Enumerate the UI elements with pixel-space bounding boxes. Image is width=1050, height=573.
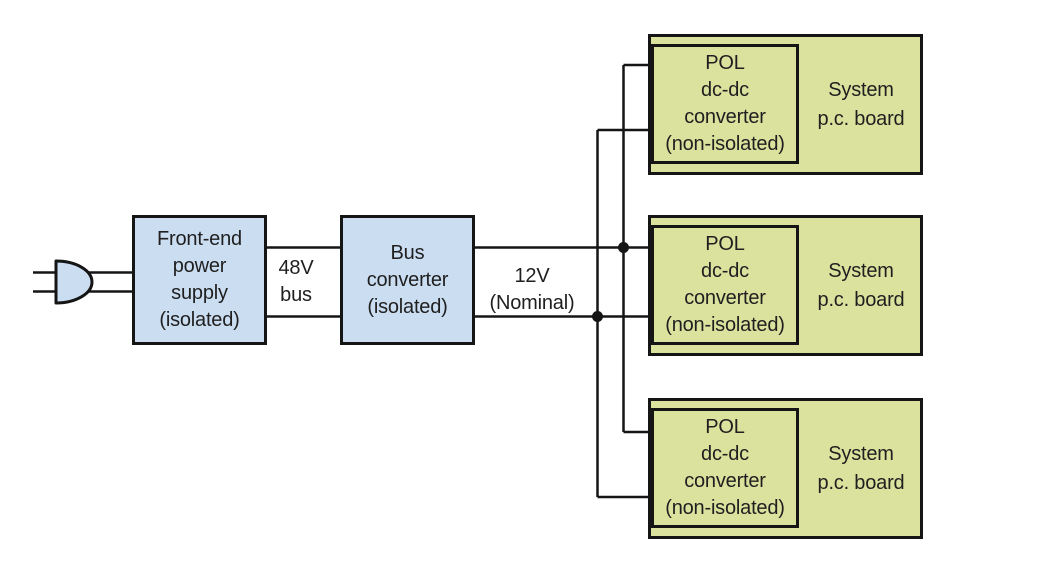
system-pc-board-3: POL dc-dc converter (non-isolated) Syste… xyxy=(648,398,923,539)
front-end-power-supply-box: Front-end power supply (isolated) xyxy=(132,215,267,345)
system-pc-board-1: POL dc-dc converter (non-isolated) Syste… xyxy=(648,34,923,175)
bus-12v-label: 12V (Nominal) xyxy=(489,265,575,314)
junction-dot-bottom xyxy=(592,311,603,322)
bus-converter-box: Bus converter (isolated) xyxy=(340,215,475,345)
system-pc-board-label-3: System p.c. board xyxy=(817,442,905,494)
ac-plug-icon xyxy=(54,259,94,305)
pol-converter-box-1: POL dc-dc converter (non-isolated) xyxy=(651,44,799,164)
system-pc-board-2: POL dc-dc converter (non-isolated) Syste… xyxy=(648,215,923,356)
junction-dot-top xyxy=(618,242,629,253)
system-pc-board-label-2: System p.c. board xyxy=(817,259,905,311)
system-pc-board-label-1: System p.c. board xyxy=(817,78,905,130)
pol-converter-box-3: POL dc-dc converter (non-isolated) xyxy=(651,408,799,528)
pol-converter-box-2: POL dc-dc converter (non-isolated) xyxy=(651,225,799,345)
bus-48v-label: 48V bus xyxy=(278,257,314,306)
